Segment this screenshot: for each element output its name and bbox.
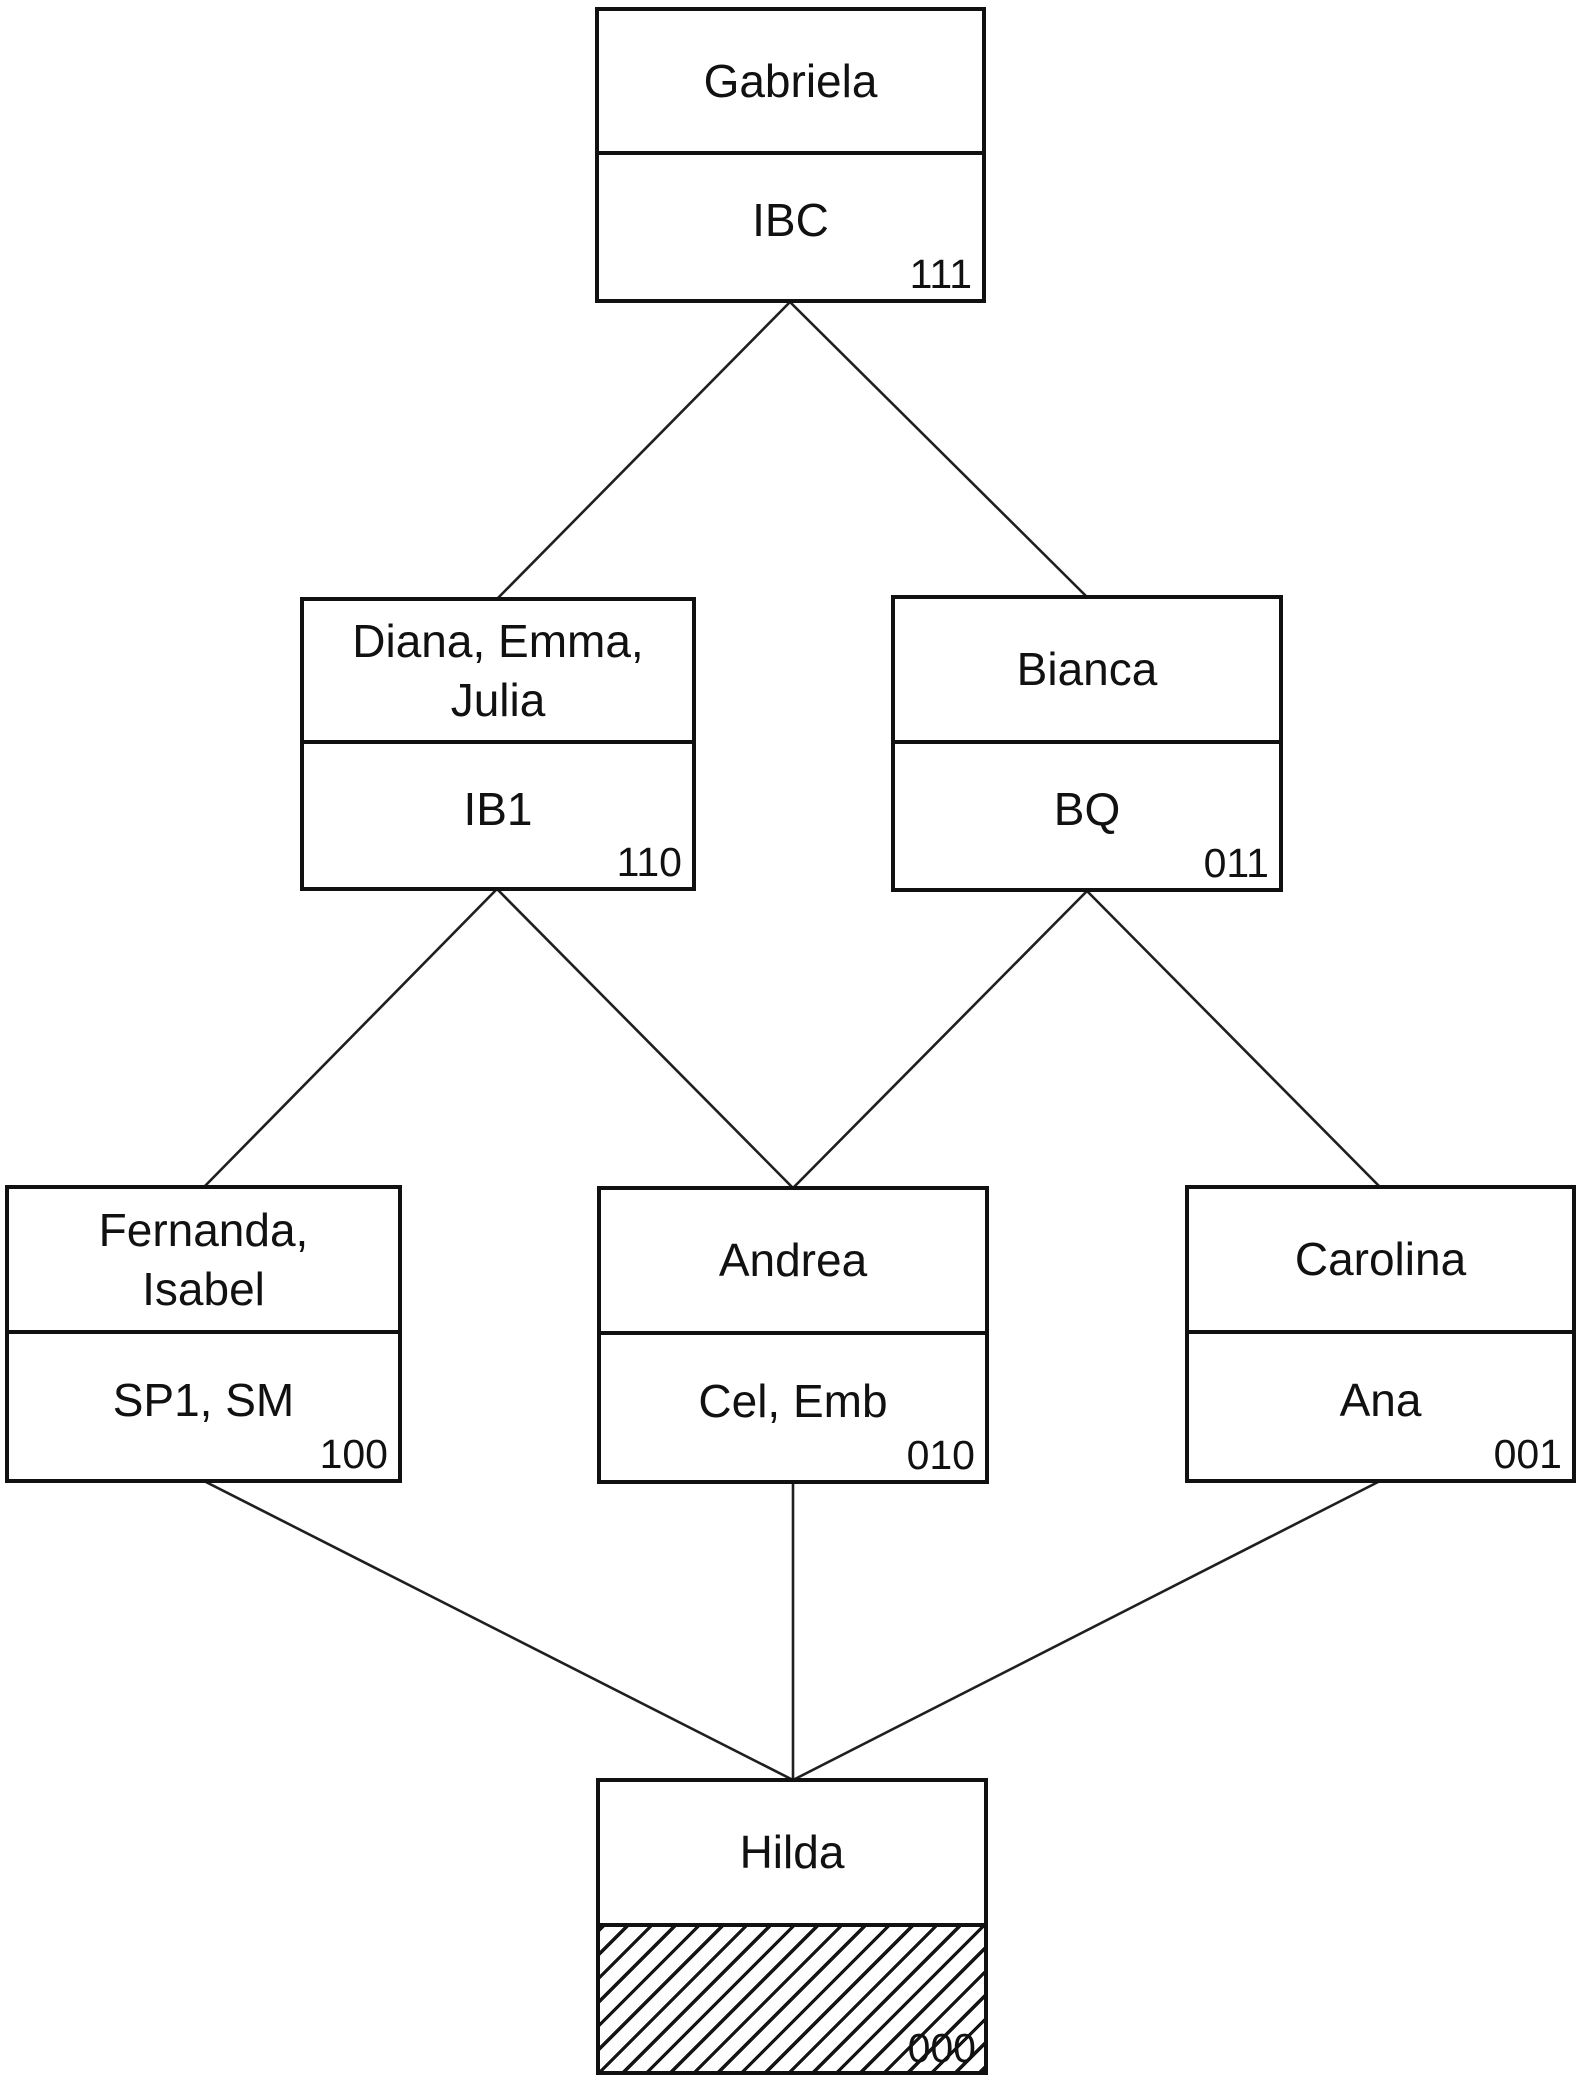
- attribute-label: IB1: [463, 782, 533, 835]
- node-andrea: Andrea Cel, Emb 010: [597, 1186, 989, 1484]
- binary-code: 011: [1203, 839, 1269, 886]
- binary-code: 100: [319, 1430, 388, 1477]
- objects-compartment: Diana, Emma, Julia: [304, 601, 692, 744]
- objects-compartment: Bianca: [895, 599, 1279, 744]
- attributes-compartment: BQ 011: [895, 744, 1279, 889]
- binary-code: 010: [906, 1431, 975, 1478]
- binary-code: 111: [909, 250, 972, 297]
- edge-gabriela-bianca: [789, 301, 1088, 598]
- object-name: Isabel: [142, 1262, 265, 1315]
- object-name: Bianca: [1016, 642, 1158, 695]
- objects-compartment: Hilda: [600, 1782, 984, 1927]
- object-name: Andrea: [718, 1234, 868, 1287]
- objects-compartment: Carolina: [1189, 1189, 1572, 1334]
- object-name: Gabriela: [703, 54, 878, 107]
- attribute-label: Cel, Emb: [698, 1374, 888, 1427]
- edge-diana-andrea: [496, 888, 794, 1189]
- edge-gabriela-diana: [496, 301, 791, 600]
- hatched-compartment: 000: [600, 1926, 984, 2071]
- attributes-compartment: Cel, Emb 010: [601, 1335, 985, 1480]
- node-bianca: Bianca BQ 011: [891, 595, 1283, 892]
- object-name: Carolina: [1294, 1233, 1467, 1286]
- objects-compartment: Gabriela: [599, 11, 982, 155]
- node-fernanda-isabel: Fernanda, Isabel SP1, SM 100: [5, 1185, 402, 1483]
- node-hilda: Hilda 000: [596, 1778, 988, 2075]
- edge-fernanda-hilda: [203, 1479, 794, 1782]
- binary-code: 110: [616, 838, 682, 885]
- edge-carolina-hilda: [792, 1479, 1381, 1782]
- node-diana-emma-julia: Diana, Emma, Julia IB1 110: [300, 597, 696, 891]
- attributes-compartment: Ana 001: [1189, 1334, 1572, 1479]
- objects-compartment: Andrea: [601, 1190, 985, 1335]
- attribute-label: BQ: [1053, 782, 1121, 835]
- attributes-compartment: IB1 110: [304, 744, 692, 887]
- object-name: Fernanda,: [98, 1203, 309, 1256]
- edge-bianca-andrea: [792, 890, 1088, 1189]
- node-carolina: Carolina Ana 001: [1185, 1185, 1576, 1483]
- attribute-label: IBC: [752, 194, 829, 246]
- attributes-compartment: SP1, SM 100: [9, 1334, 398, 1479]
- binary-code: 000: [907, 2024, 976, 2071]
- node-gabriela: Gabriela IBC 111: [595, 7, 986, 303]
- attribute-label: SP1, SM: [112, 1373, 295, 1426]
- attributes-compartment: IBC 111: [599, 155, 982, 299]
- binary-code: 001: [1493, 1430, 1562, 1477]
- object-name: Hilda: [739, 1825, 845, 1878]
- edge-bianca-carolina: [1086, 890, 1381, 1188]
- object-name: Julia: [450, 673, 546, 726]
- objects-compartment: Fernanda, Isabel: [9, 1189, 398, 1334]
- object-name: Diana, Emma,: [352, 614, 644, 667]
- attribute-label: Ana: [1339, 1373, 1422, 1426]
- edge-diana-fernanda: [203, 888, 498, 1188]
